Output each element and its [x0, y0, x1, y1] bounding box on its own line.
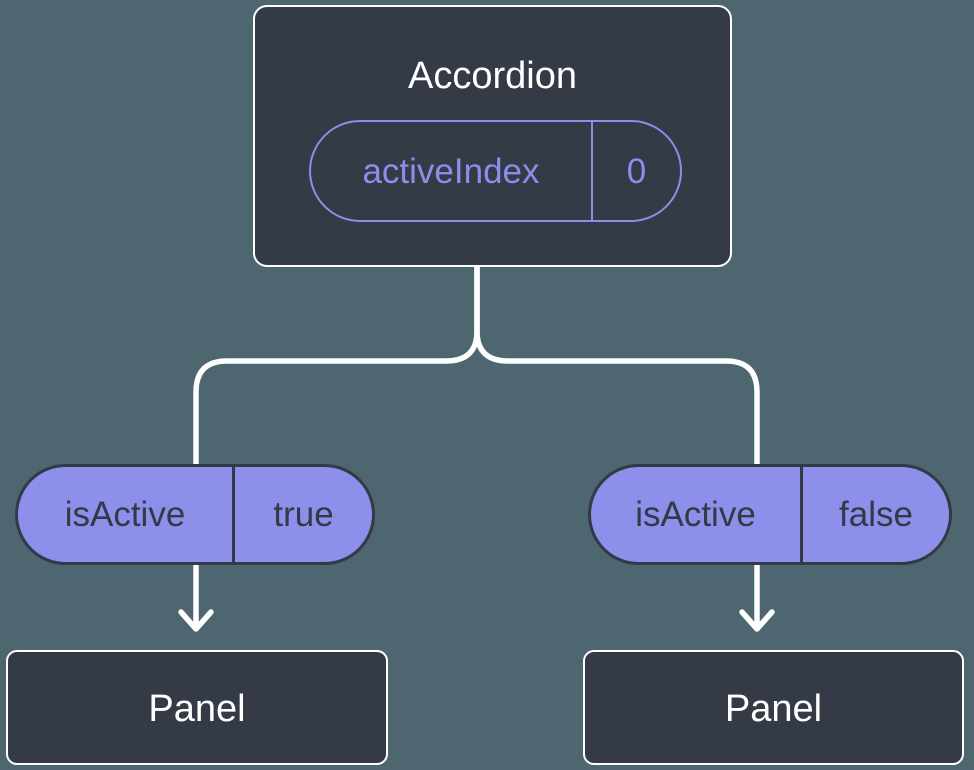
arrowhead-down-left-icon: [178, 609, 214, 632]
panel-node-right: Panel: [583, 650, 964, 765]
prop-pill-left-name: isActive: [18, 467, 235, 562]
prop-pill-right-name: isActive: [591, 467, 803, 562]
prop-pill-right: isActive false: [588, 464, 952, 565]
state-pill: activeIndex 0: [309, 120, 682, 222]
prop-pill-left-value: true: [273, 495, 334, 534]
prop-pill-right-value: false: [839, 495, 913, 534]
state-pill-value: 0: [626, 151, 647, 191]
accordion-node-title: Accordion: [408, 55, 577, 97]
connector-branch-left: [193, 264, 480, 629]
prop-pill-left: isActive true: [15, 464, 375, 565]
panel-node-right-title: Panel: [724, 688, 823, 730]
connector-branch-right: [474, 264, 760, 629]
accordion-node: Accordion activeIndex 0: [253, 5, 732, 267]
state-pill-name: activeIndex: [311, 122, 593, 220]
arrowhead-down-right-icon: [739, 609, 775, 632]
panel-node-left: Panel: [6, 650, 388, 765]
panel-node-left-title: Panel: [148, 688, 246, 730]
